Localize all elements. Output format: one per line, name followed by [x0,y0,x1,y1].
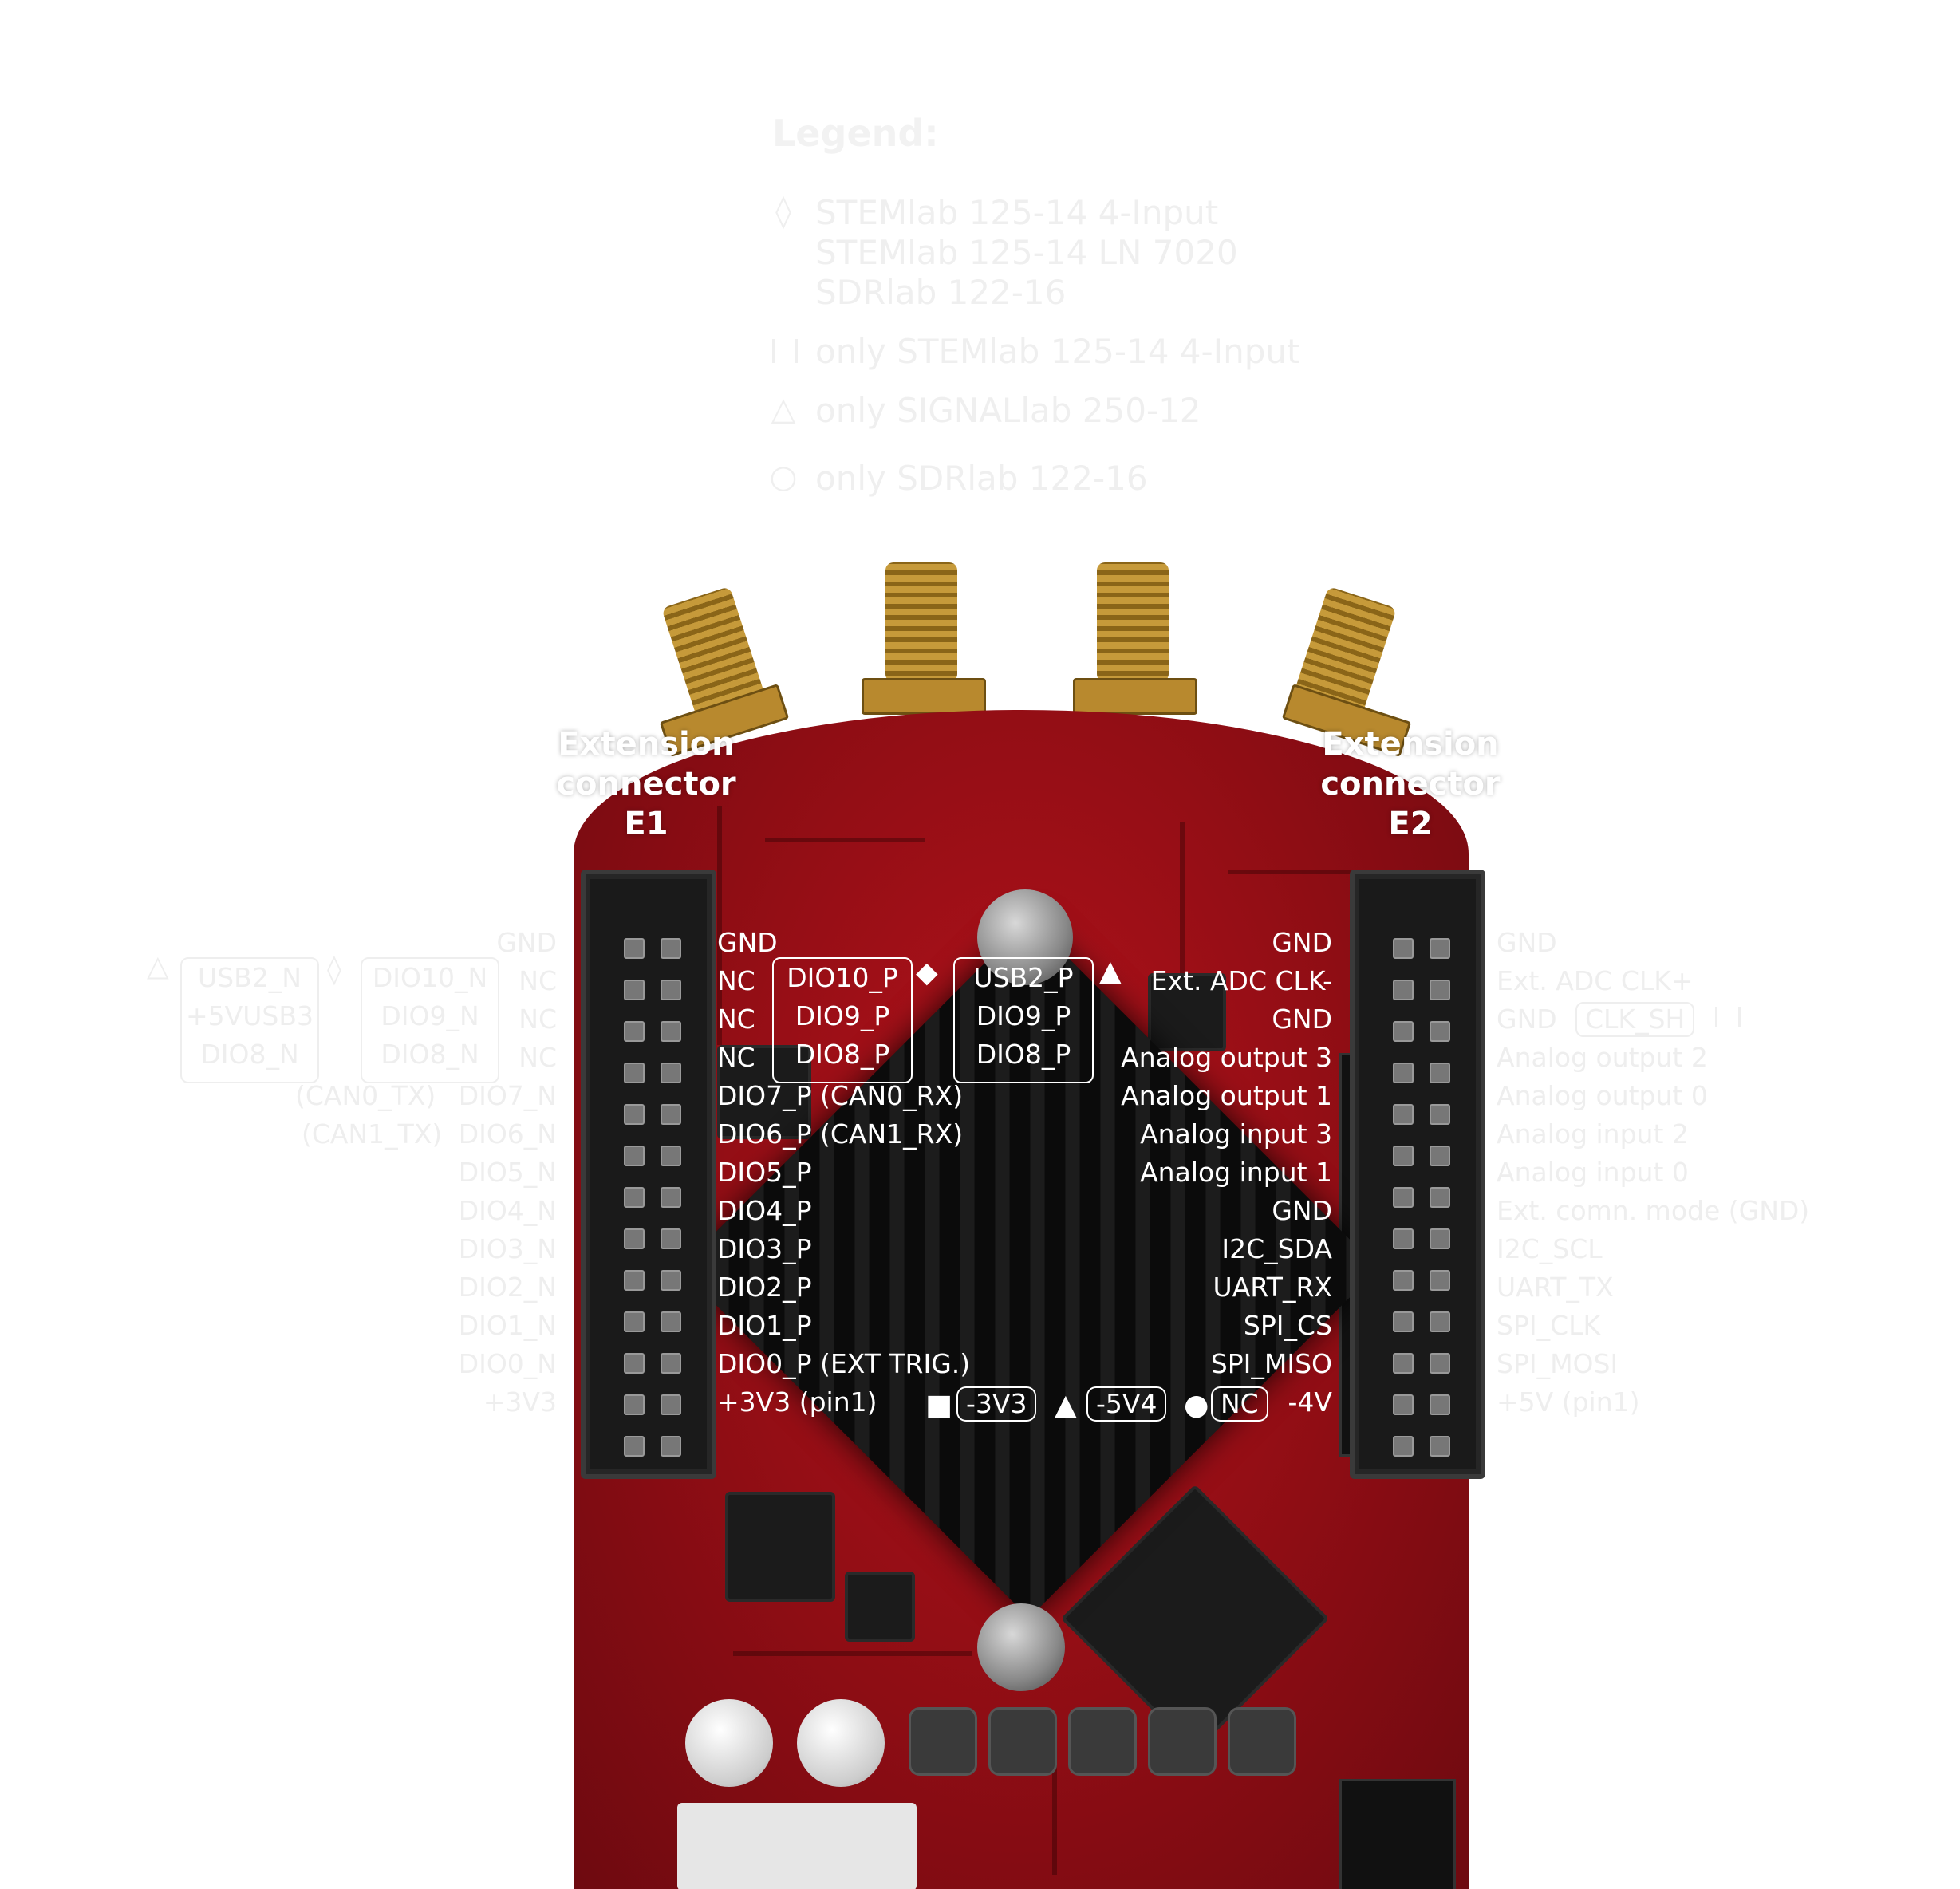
diamond-outline-icon: ◊ [327,953,341,986]
e1-outer-pin-label: DIO0_N [458,1348,557,1379]
clk-sh-box: CLK_SH [1575,1002,1695,1037]
box-outline-icon [772,339,798,363]
e2-outer-pin-label: SPI_MOSI [1497,1348,1619,1379]
e2-inner-pin-label: GND [1272,927,1332,958]
e1-outer-pin-label: NC [519,1042,557,1073]
e1-outer-pin-label: NC [519,965,557,996]
e1-title: Extension connector E1 [556,726,736,842]
e1-outer-pin-label: DIO3_N [458,1233,557,1264]
e2-outer-labels: GND Ext. ADC CLK+ GND Analog output 2 An… [1497,927,1809,1425]
e1-inner-pin-label: NC [717,1004,755,1035]
pin1-variant-box: NC [1211,1386,1268,1422]
e1-inner-pin-label: GND [717,927,778,958]
mounting-standoff [977,889,1073,985]
e2-inner-pin-label: SPI_MISO [1210,1348,1332,1379]
diamond-filled-icon: ◆ [916,956,938,989]
pin1-variant-box: -3V3 [956,1386,1037,1422]
chip [725,1492,835,1602]
e1-inner-pin-label: DIO1_P [717,1310,812,1341]
e1-outer-variant-box-usb: USB2_N +5VUSB3 DIO8_N [180,957,319,1083]
e1-outer-labels: GND NC NC NC DIO7_N DIO6_N DIO5_N DIO4_N… [335,927,557,1425]
e1-inner-variant-box-usb: USB2_P DIO9_P DIO8_P [953,957,1094,1083]
box-outline-icon [1715,1007,1741,1027]
e1-outer-pin-label: DIO6_N [458,1118,557,1150]
triangle-outline-icon: △ [147,950,169,983]
circle-outline-icon: ○ [769,459,798,495]
e1-inner-variant-box: DIO10_P DIO9_P DIO8_P [772,957,913,1083]
e1-inner-pin-label: NC [717,965,755,996]
e1-inner-pin-label: DIO3_P [717,1233,812,1264]
e2-outer-pin-label: Analog input 2 [1497,1118,1689,1150]
e2-outer-pin-label: I2C_SCL [1497,1233,1603,1264]
e1-outer-pin-label: +3V3 [483,1386,557,1418]
e1-inner-labels: GND NC NC NC DIO7_P (CAN0_RX) DIO6_P (CA… [717,927,970,1425]
e2-inner-pin-label: I2C_SDA [1221,1233,1332,1264]
legend-item-1: STEMlab 125-14 4-Input STEMlab 125-14 LN… [815,193,1238,312]
e1-outer-pin-label: DIO4_N [458,1195,557,1226]
e1-outer-variant-box: DIO10_N DIO9_N DIO8_N [361,957,499,1083]
e2-inner-pin-label: Analog input 3 [1140,1118,1332,1150]
legend-item-4: only SDRlab 122-16 [815,459,1148,498]
e2-outer-pin-label: GND [1497,927,1557,958]
square-filled-icon: ■ [925,1389,953,1422]
pin1-variant-box: -5V4 [1086,1386,1167,1422]
e2-inner-pin-label: Analog output 1 [1121,1080,1332,1111]
triangle-outline-icon: △ [771,391,796,428]
triangle-filled-icon: ▲ [1055,1389,1077,1422]
e2-inner-pin-label: SPI_CS [1243,1310,1332,1341]
e2-outer-pin-label: Analog input 0 [1497,1157,1689,1188]
label-sticker [677,1803,917,1889]
e1-inner-pin-label: DIO6_P (CAN1_RX) [717,1118,964,1150]
sma-connector-in2 [1097,562,1169,682]
legend-title: Legend: [772,112,939,155]
chip [1148,973,1226,1051]
e2-inner-labels: GND Ext. ADC CLK- GND Analog output 3 An… [1085,927,1332,1425]
e1-outer-pin-label: DIO1_N [458,1310,557,1341]
e2-outer-pin-label: Ext. ADC CLK+ [1497,965,1694,996]
mounting-standoff [977,1603,1065,1691]
e1-inner-pin-label: DIO7_P (CAN0_RX) [717,1080,964,1111]
e2-inner-pin-label: GND [1272,1004,1332,1035]
e1-inner-pin-label: DIO2_P [717,1272,812,1303]
e1-outer-pin-label: NC [519,1004,557,1035]
header-e1 [581,870,716,1479]
e2-outer-pin-label: Ext. comn. mode (GND) [1497,1195,1810,1226]
e1-outer-pin-label: DIO7_N [458,1080,557,1111]
e2-inner-pin-label: UART_RX [1213,1272,1332,1303]
sma-connector-out1 [885,562,957,682]
e1-inner-pin-label: DIO0_P (EXT TRIG.) [717,1348,971,1379]
header-e2 [1350,870,1485,1479]
circle-filled-icon: ● [1184,1389,1209,1422]
sma-base [1073,678,1197,715]
e2-inner-pin-label: Ext. ADC CLK- [1150,965,1332,996]
e1-inner-pin-label: NC [717,1042,755,1073]
can-tx-label: (CAN1_TX) [302,1118,443,1150]
e2-inner-pin-label: Analog input 1 [1140,1157,1332,1188]
e2-outer-pin-label: GND [1497,1004,1557,1035]
e2-outer-pin-label: Analog output 0 [1497,1080,1708,1111]
diamond-outline-icon: ◊ [775,193,791,230]
e2-outer-pin-label: UART_TX [1497,1272,1614,1303]
e2-inner-pin-label: Analog output 3 [1121,1042,1332,1073]
e1-inner-pin-label: +3V3 (pin1) [717,1386,877,1418]
e1-inner-pin-label: DIO4_P [717,1195,812,1226]
chip [717,1045,811,1139]
e1-outer-pin-label: DIO2_N [458,1272,557,1303]
e2-inner-pin-label: -4V [1288,1386,1332,1418]
e2-inner-pin-label: GND [1272,1195,1332,1226]
sma-base [862,678,986,715]
can-tx-label: (CAN0_TX) [295,1080,436,1111]
triangle-filled-icon: ▲ [1099,955,1122,988]
e1-outer-pin-label: DIO5_N [458,1157,557,1188]
side-connector-s2 [1339,1779,1456,1889]
legend-item-2: only STEMlab 125-14 4-Input [815,332,1300,371]
chip [845,1572,915,1642]
e2-outer-pin-label: Analog output 2 [1497,1042,1708,1073]
e2-outer-pin-label: SPI_CLK [1497,1310,1601,1341]
legend-item-3: only SIGNALlab 250-12 [815,391,1201,430]
e1-outer-pin-label: GND [496,927,557,958]
e2-title: Extension connector E2 [1320,726,1501,842]
e1-inner-pin-label: DIO5_P [717,1157,812,1188]
e2-outer-pin-label: +5V (pin1) [1497,1386,1640,1418]
